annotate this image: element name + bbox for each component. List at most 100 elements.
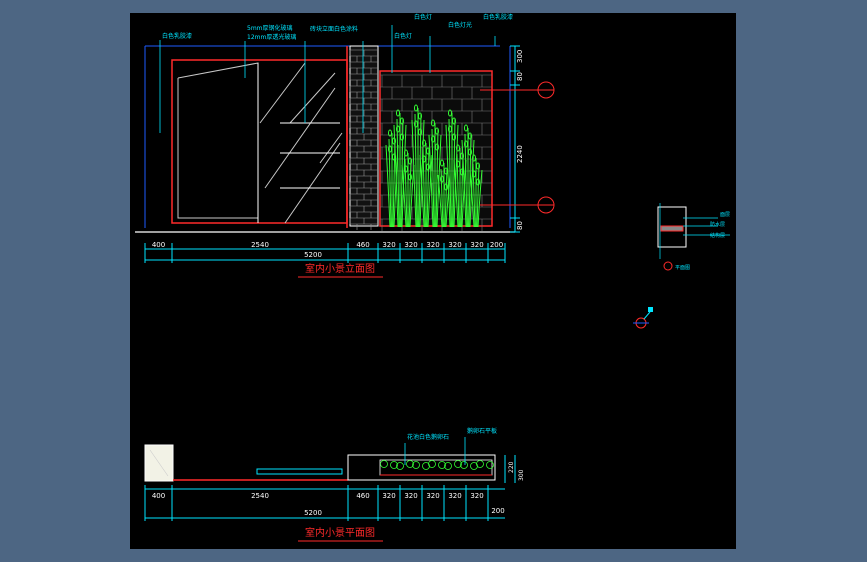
grass-blade xyxy=(411,119,417,228)
dim-label: 320 xyxy=(382,492,395,500)
grass-blade xyxy=(393,124,399,228)
flower-spike xyxy=(414,104,418,112)
grass-blade xyxy=(418,113,422,228)
shelves xyxy=(280,122,340,189)
view-compass-marker[interactable] xyxy=(633,307,653,329)
flower-spike xyxy=(404,165,408,173)
note-2: 5mm厚钢化玻璃 xyxy=(247,24,293,32)
elevation-total-dim: 5200 xyxy=(304,251,322,259)
grass-blade xyxy=(414,113,418,228)
flower-spike xyxy=(476,178,480,186)
dim-label: 200 xyxy=(490,241,503,249)
compass-leader xyxy=(643,311,651,320)
cad-drawing-canvas[interactable]: 300 80 2240 80 白色乳胶漆 5mm厚钢化玻璃 12mm厚透光玻璃 … xyxy=(130,13,736,549)
pebble xyxy=(412,461,420,469)
flower-spike xyxy=(456,160,460,168)
grass-blade xyxy=(401,164,407,228)
dim-label: 460 xyxy=(356,492,369,500)
flower-spike xyxy=(400,117,404,125)
grass-blade xyxy=(431,128,435,228)
pebble xyxy=(406,460,414,468)
brick-pattern xyxy=(349,49,378,230)
pebble xyxy=(470,462,478,470)
flower-spike xyxy=(472,154,476,162)
bottom-dimension-lines xyxy=(145,248,505,261)
flower-spike xyxy=(422,139,426,147)
plan-title: 室内小景平面图 xyxy=(305,526,375,539)
flower-spike xyxy=(472,170,476,178)
grass-blade xyxy=(428,134,434,228)
grass-blade xyxy=(453,159,459,228)
grass-blade xyxy=(453,124,459,228)
right-dims: 300 80 2240 80 xyxy=(516,50,524,230)
flower-spike xyxy=(444,183,448,191)
flower-spike xyxy=(431,135,435,143)
grass-blade xyxy=(436,134,442,228)
flower-spike xyxy=(464,140,468,148)
flower-spike xyxy=(408,173,412,181)
plan-note-2: 鹅卵石平板 xyxy=(467,427,497,435)
plan-edge-dim: 200 xyxy=(491,507,504,515)
elevation-dim-ticks xyxy=(144,243,506,263)
plan-pillar-hatch xyxy=(149,449,169,477)
pebble xyxy=(422,462,430,470)
dim-label: 320 xyxy=(404,492,417,500)
flower-spike xyxy=(388,145,392,153)
glass-hatch xyxy=(259,62,343,224)
pebble xyxy=(444,462,452,470)
flower-spike xyxy=(418,128,422,136)
grass-blade xyxy=(385,144,391,228)
grass-blade xyxy=(469,139,475,228)
window-frame xyxy=(171,59,348,224)
plan-pebbles xyxy=(380,460,494,470)
flower-spike xyxy=(448,125,452,133)
plan-dimension-lines xyxy=(145,488,505,519)
grass-blade xyxy=(400,118,404,228)
flower-spike xyxy=(392,137,396,145)
grass-blade xyxy=(464,133,468,228)
dim-right-1: 300 xyxy=(516,50,524,63)
flower-spike xyxy=(396,109,400,117)
detail-label-1: 面层 xyxy=(720,212,730,218)
grass-blade xyxy=(437,174,443,228)
note-5: 白色灯 xyxy=(414,13,432,21)
grass-blade xyxy=(448,118,452,228)
grass-blade xyxy=(477,169,483,228)
annotation-leaders xyxy=(159,25,496,133)
note-4: 砖块立面白色涂料 xyxy=(310,25,358,33)
flower-spike xyxy=(404,149,408,157)
grass-blade xyxy=(469,169,475,228)
plan-dim-ticks xyxy=(144,485,489,521)
note-7: 白色灯 xyxy=(394,32,412,40)
dim-label: 320 xyxy=(426,241,439,249)
flower-spike xyxy=(440,175,444,183)
plan-total-dim: 5200 xyxy=(304,509,322,517)
flower-spike xyxy=(440,159,444,167)
flower-spike xyxy=(396,125,400,133)
dim-label: 400 xyxy=(152,492,165,500)
dim-label: 320 xyxy=(382,241,395,249)
detail-outline xyxy=(657,206,687,248)
grass-blade xyxy=(404,158,408,228)
detail-marker[interactable] xyxy=(663,261,673,271)
cad-drawing: 300 80 2240 80 白色乳胶漆 5mm厚钢化玻璃 12mm厚透光玻璃 … xyxy=(135,13,730,542)
wall-detail: 面层 防水层 结构层 平面图 xyxy=(657,203,730,271)
grass-blade xyxy=(468,133,472,228)
flower-spike xyxy=(452,117,456,125)
dim-label: 320 xyxy=(404,241,417,249)
glass-panel-left xyxy=(177,62,259,219)
grass-blade xyxy=(419,154,425,228)
flower-spike xyxy=(400,133,404,141)
grass-blade xyxy=(452,118,456,228)
pebble xyxy=(486,461,494,469)
grass-blade xyxy=(440,168,444,228)
flower-spike xyxy=(426,163,430,171)
grass-blade xyxy=(456,153,460,228)
dim-label: 400 xyxy=(152,241,165,249)
dim-label: 320 xyxy=(448,492,461,500)
note-1: 白色乳胶漆 xyxy=(162,32,192,40)
flower-spike xyxy=(408,157,412,165)
